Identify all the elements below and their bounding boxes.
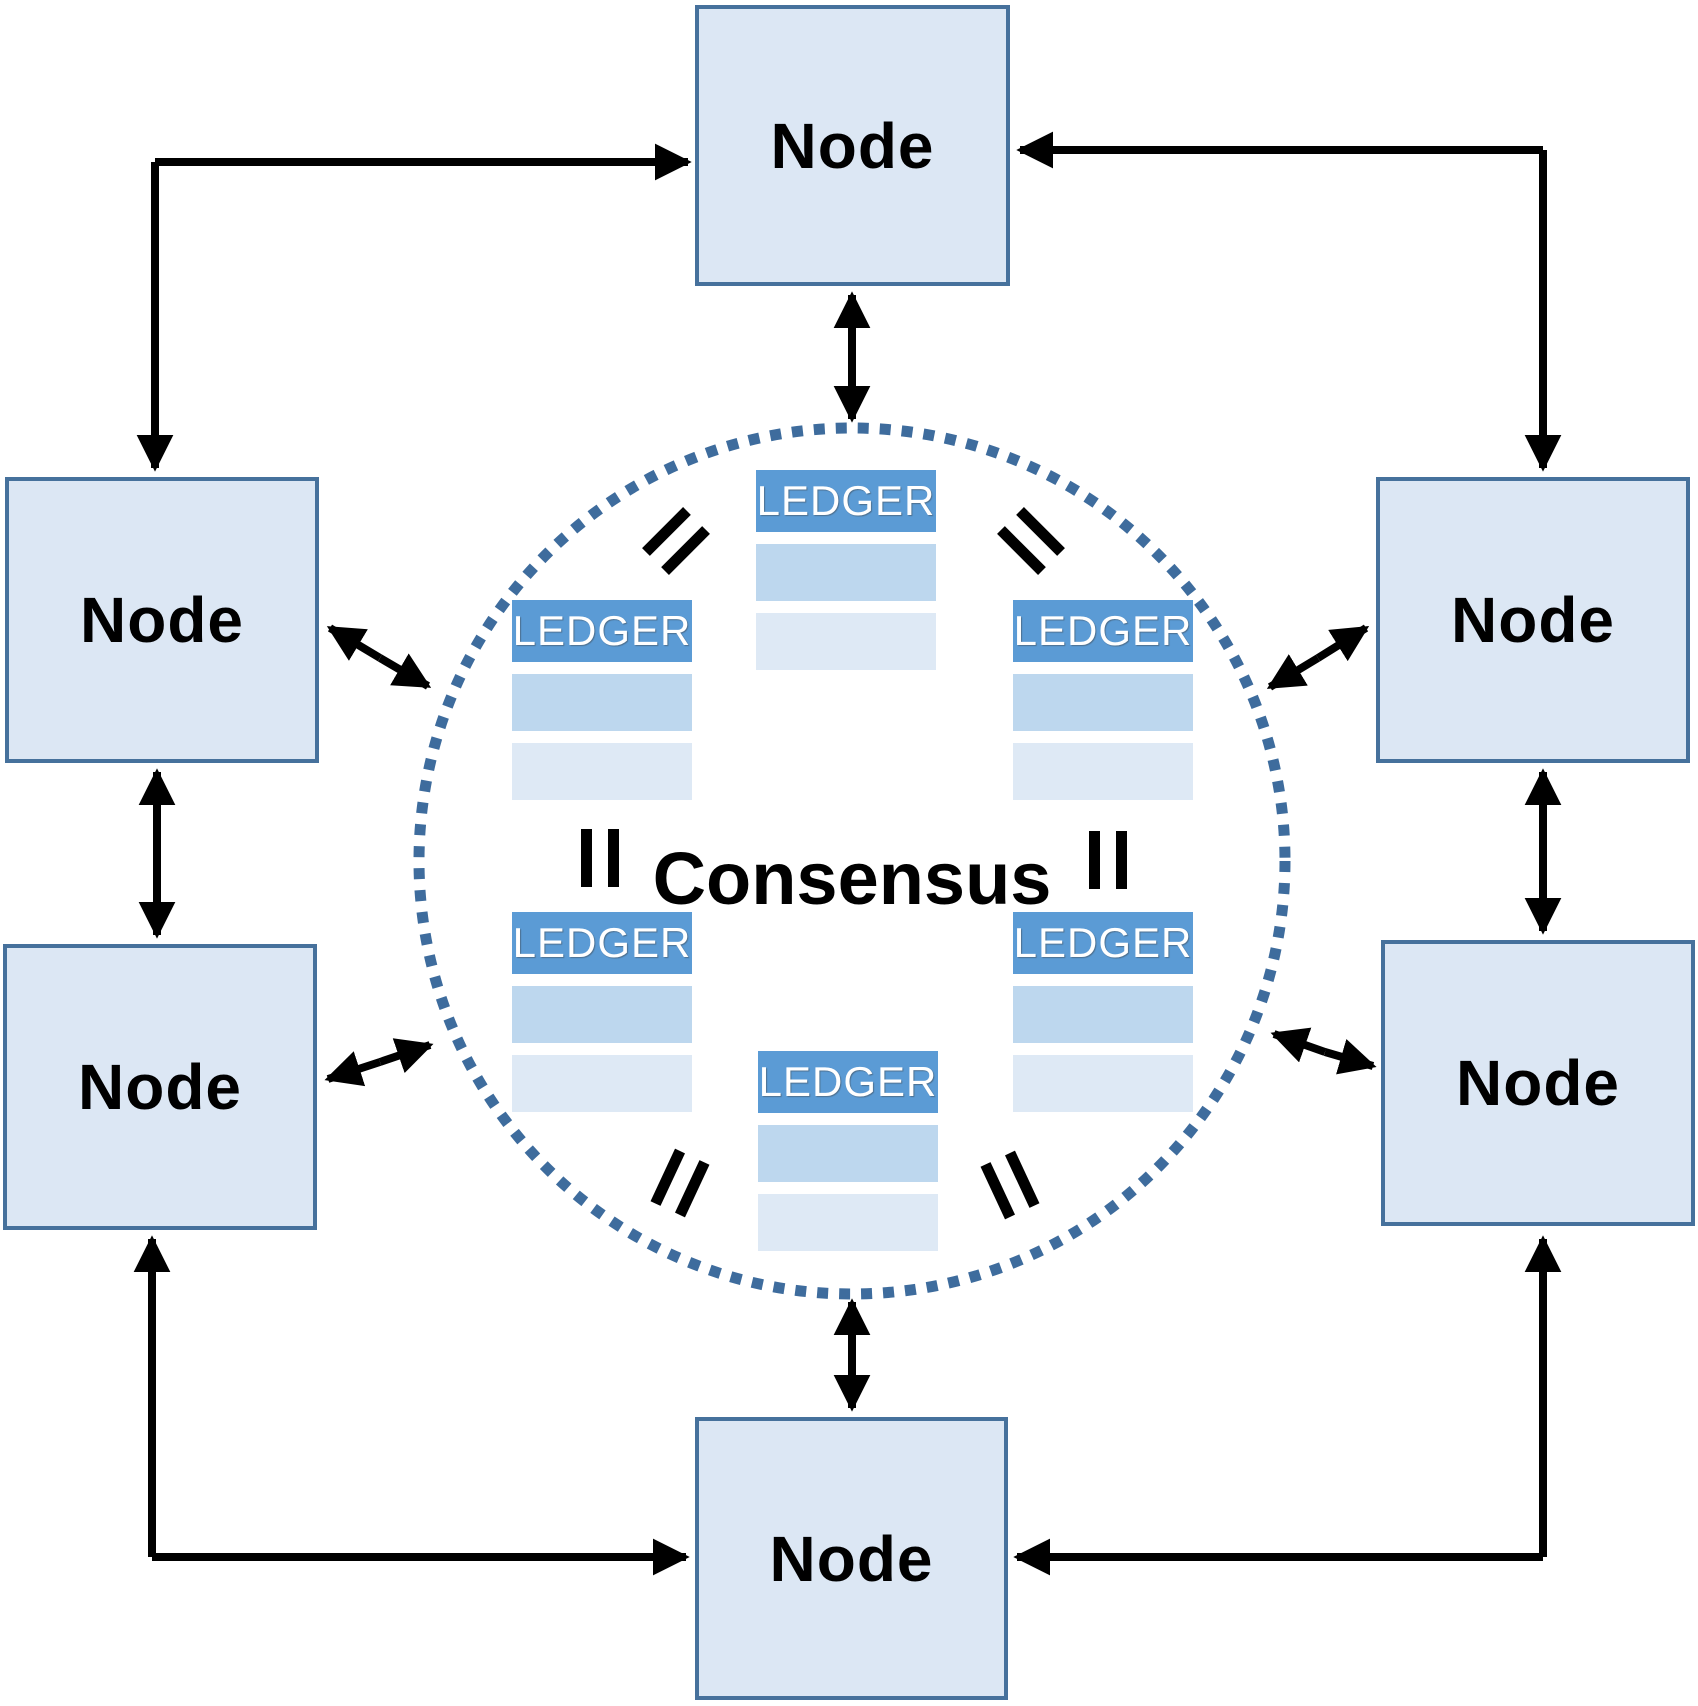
arrow-upperright-diag-circle	[1266, 654, 1321, 691]
arrow-lowerleft-diag-node	[324, 1051, 382, 1087]
ledger-block-bottom: LEDGER	[758, 1051, 938, 1251]
ledger-row	[1013, 743, 1193, 800]
ledger-block-lower-right: LEDGER	[1013, 912, 1193, 1112]
node-box-upper-right: Node	[1376, 477, 1690, 763]
node-box-lower-left: Node	[3, 944, 317, 1230]
ledger-row	[512, 674, 692, 731]
consensus-circle	[413, 422, 1291, 1300]
ledger-title: LEDGER	[756, 470, 936, 532]
ledger-row	[512, 1055, 692, 1112]
arrow-upperleft-diag-node	[326, 624, 383, 662]
ledger-row	[758, 1194, 938, 1251]
ledger-block-top: LEDGER	[756, 470, 936, 670]
arrow-lowerright-diag-circle	[1270, 1027, 1327, 1063]
arrow-lowerleft-diag-circle	[378, 1038, 434, 1074]
node-box-bottom: Node	[695, 1417, 1008, 1700]
ledger-title: LEDGER	[1013, 912, 1193, 974]
ledger-row	[756, 544, 936, 601]
equals-bar	[581, 829, 592, 887]
node-box-lower-right: Node	[1381, 940, 1695, 1226]
equals-bar	[1116, 831, 1127, 889]
ledger-title: LEDGER	[758, 1051, 938, 1113]
ledger-block-upper-right: LEDGER	[1013, 600, 1193, 800]
node-box-upper-left: Node	[5, 477, 319, 763]
ledger-block-upper-left: LEDGER	[512, 600, 692, 800]
ledger-row	[1013, 674, 1193, 731]
ledger-title: LEDGER	[512, 600, 692, 662]
ledger-row	[758, 1125, 938, 1182]
arrow-upperleft-diag-circle	[377, 653, 432, 690]
arrow-lowerright-diag-node	[1323, 1039, 1377, 1075]
ledger-row	[756, 613, 936, 670]
ledger-row	[1013, 1055, 1193, 1112]
ledger-block-lower-left: LEDGER	[512, 912, 692, 1112]
ledger-row	[512, 743, 692, 800]
ledger-row	[1013, 986, 1193, 1043]
consensus-label: Consensus	[652, 837, 1052, 920]
ledger-title: LEDGER	[1013, 600, 1193, 662]
ledger-title: LEDGER	[512, 912, 692, 974]
ledger-row	[512, 986, 692, 1043]
arrow-upperright-diag-node	[1315, 624, 1370, 662]
node-box-top: Node	[695, 5, 1010, 286]
